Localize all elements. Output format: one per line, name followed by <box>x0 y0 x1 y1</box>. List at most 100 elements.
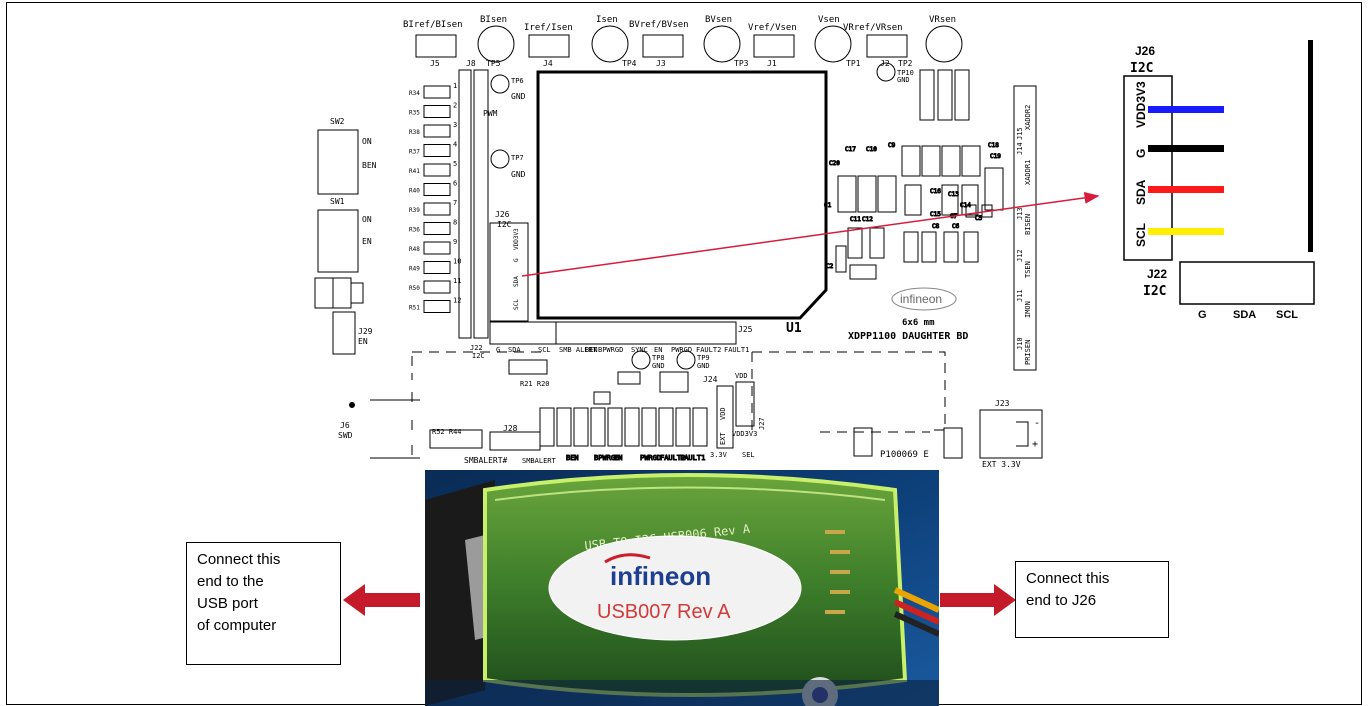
svg-text:I2C: I2C <box>472 352 485 360</box>
svg-text:J3: J3 <box>656 59 666 68</box>
j26-wire-vdd3v3 <box>1148 106 1224 113</box>
svg-text:VDD3V3: VDD3V3 <box>732 430 757 438</box>
passive-component <box>921 145 941 177</box>
svg-text:G: G <box>1198 309 1207 321</box>
svg-text:J24: J24 <box>703 375 718 384</box>
svg-text:EN: EN <box>358 337 368 346</box>
passive-component <box>965 204 977 218</box>
svg-text:R51: R51 <box>409 305 420 312</box>
svg-text:J4: J4 <box>543 59 553 68</box>
j26-pin-g: G <box>1134 149 1148 158</box>
svg-text:J10: J10 <box>1016 337 1024 350</box>
svg-text:TP9: TP9 <box>697 354 710 362</box>
svg-text:SW2: SW2 <box>330 117 345 126</box>
j26-wire-g <box>1148 145 1224 152</box>
svg-text:GND: GND <box>897 76 910 84</box>
led-resistor <box>539 407 555 447</box>
svg-text:J11: J11 <box>1016 289 1024 302</box>
label-isen: Isen <box>596 15 618 25</box>
svg-text:R40: R40 <box>409 188 420 195</box>
resistor-r36 <box>423 222 451 235</box>
svg-text:R37: R37 <box>409 149 420 156</box>
svg-text:J28: J28 <box>503 424 518 433</box>
svg-text:EXT 3.3V: EXT 3.3V <box>982 460 1021 469</box>
svg-text:12: 12 <box>453 297 461 305</box>
passive-component <box>943 231 959 263</box>
resistor-r49 <box>423 261 451 274</box>
led-resistor <box>607 407 623 447</box>
svg-text:BISEN: BISEN <box>1024 214 1032 235</box>
svg-text:GND: GND <box>511 170 526 179</box>
svg-text:BPWRGD: BPWRGD <box>598 346 623 354</box>
svg-text:R48: R48 <box>409 246 420 253</box>
tp1-testpoint <box>814 25 852 63</box>
svg-text:PWRGD: PWRGD <box>671 346 692 354</box>
passive-component <box>857 175 877 213</box>
resistor-r37 <box>423 144 451 157</box>
svg-text:SMBALERT#: SMBALERT# <box>464 456 508 465</box>
j3-connector <box>642 34 684 58</box>
svg-text:SMBALERT: SMBALERT <box>522 457 557 465</box>
label-vref-vsen: Vref/Vsen <box>748 23 797 33</box>
board-name: XDPP1100 DAUGHTER BD <box>848 331 968 342</box>
svg-text:J27: J27 <box>758 417 766 430</box>
usb-dongle-sticker <box>548 535 802 641</box>
svg-text:8: 8 <box>453 219 457 227</box>
label-bvref-bvsen: BVref/BVsen <box>629 20 689 30</box>
svg-text:FAULT1: FAULT1 <box>724 346 749 354</box>
svg-text:EN: EN <box>654 346 662 354</box>
svg-text:J15: J15 <box>1016 127 1024 140</box>
svg-text:3.3V: 3.3V <box>710 451 728 459</box>
svg-text:J23: J23 <box>995 399 1010 408</box>
passive-component-cluster: C17C10C9C20C18C19C16C13C11C12C14C15C7C5C… <box>824 69 1004 280</box>
svg-text:4: 4 <box>453 141 457 149</box>
passive-component <box>961 184 979 216</box>
svg-text:I2C: I2C <box>497 220 512 229</box>
svg-text:PRISEN: PRISEN <box>1024 340 1032 365</box>
led-resistor <box>556 407 572 447</box>
svg-text:C12: C12 <box>862 216 873 223</box>
svg-text:C13: C13 <box>948 191 959 198</box>
passive-component <box>984 167 1004 211</box>
svg-text:SDA: SDA <box>1233 309 1256 321</box>
callout-j26: Connect this end to J26 <box>1015 561 1169 638</box>
svg-text:J5: J5 <box>430 59 440 68</box>
svg-text:PWRGD: PWRGD <box>640 454 661 462</box>
svg-text:ON: ON <box>362 215 372 224</box>
svg-text:TP2: TP2 <box>898 59 913 68</box>
svg-text:TP7: TP7 <box>511 154 524 162</box>
j5-connector <box>415 34 457 58</box>
svg-text:R50: R50 <box>409 285 420 292</box>
svg-text:9: 9 <box>453 238 457 246</box>
passive-component <box>963 231 979 263</box>
svg-text:J6: J6 <box>340 421 350 430</box>
svg-text:C15: C15 <box>930 211 941 218</box>
svg-text:GND: GND <box>697 362 710 370</box>
svg-text:EN: EN <box>362 237 372 246</box>
resistor-r40 <box>423 183 451 196</box>
svg-text:J14: J14 <box>1016 142 1024 155</box>
svg-text:R36: R36 <box>409 227 420 234</box>
svg-text:SCL: SCL <box>513 299 520 310</box>
svg-text:J29: J29 <box>358 327 373 336</box>
svg-text:C16: C16 <box>930 188 941 195</box>
svg-text:GND: GND <box>511 92 526 101</box>
j26-pointer-line <box>521 191 1100 277</box>
svg-text:SWD: SWD <box>338 431 353 440</box>
svg-text:C5: C5 <box>975 215 983 222</box>
svg-text:BEN: BEN <box>566 454 579 462</box>
svg-text:10: 10 <box>453 258 461 266</box>
svg-text:TP1: TP1 <box>846 59 861 68</box>
svg-text:J25: J25 <box>738 325 753 334</box>
svg-text:FAULT2: FAULT2 <box>660 454 685 462</box>
svg-text:EXT: EXT <box>719 432 727 445</box>
tp8-testpoint <box>631 350 651 370</box>
j22-zoom: J22 I2C G SDA SCL <box>1143 261 1315 321</box>
svg-text:SYNC: SYNC <box>631 346 648 354</box>
svg-text:XADDR2: XADDR2 <box>1024 105 1032 130</box>
tp9-testpoint <box>676 350 696 370</box>
passive-component <box>869 227 885 259</box>
svg-text:SCL: SCL <box>538 346 551 354</box>
tp6-testpoint <box>490 74 510 94</box>
